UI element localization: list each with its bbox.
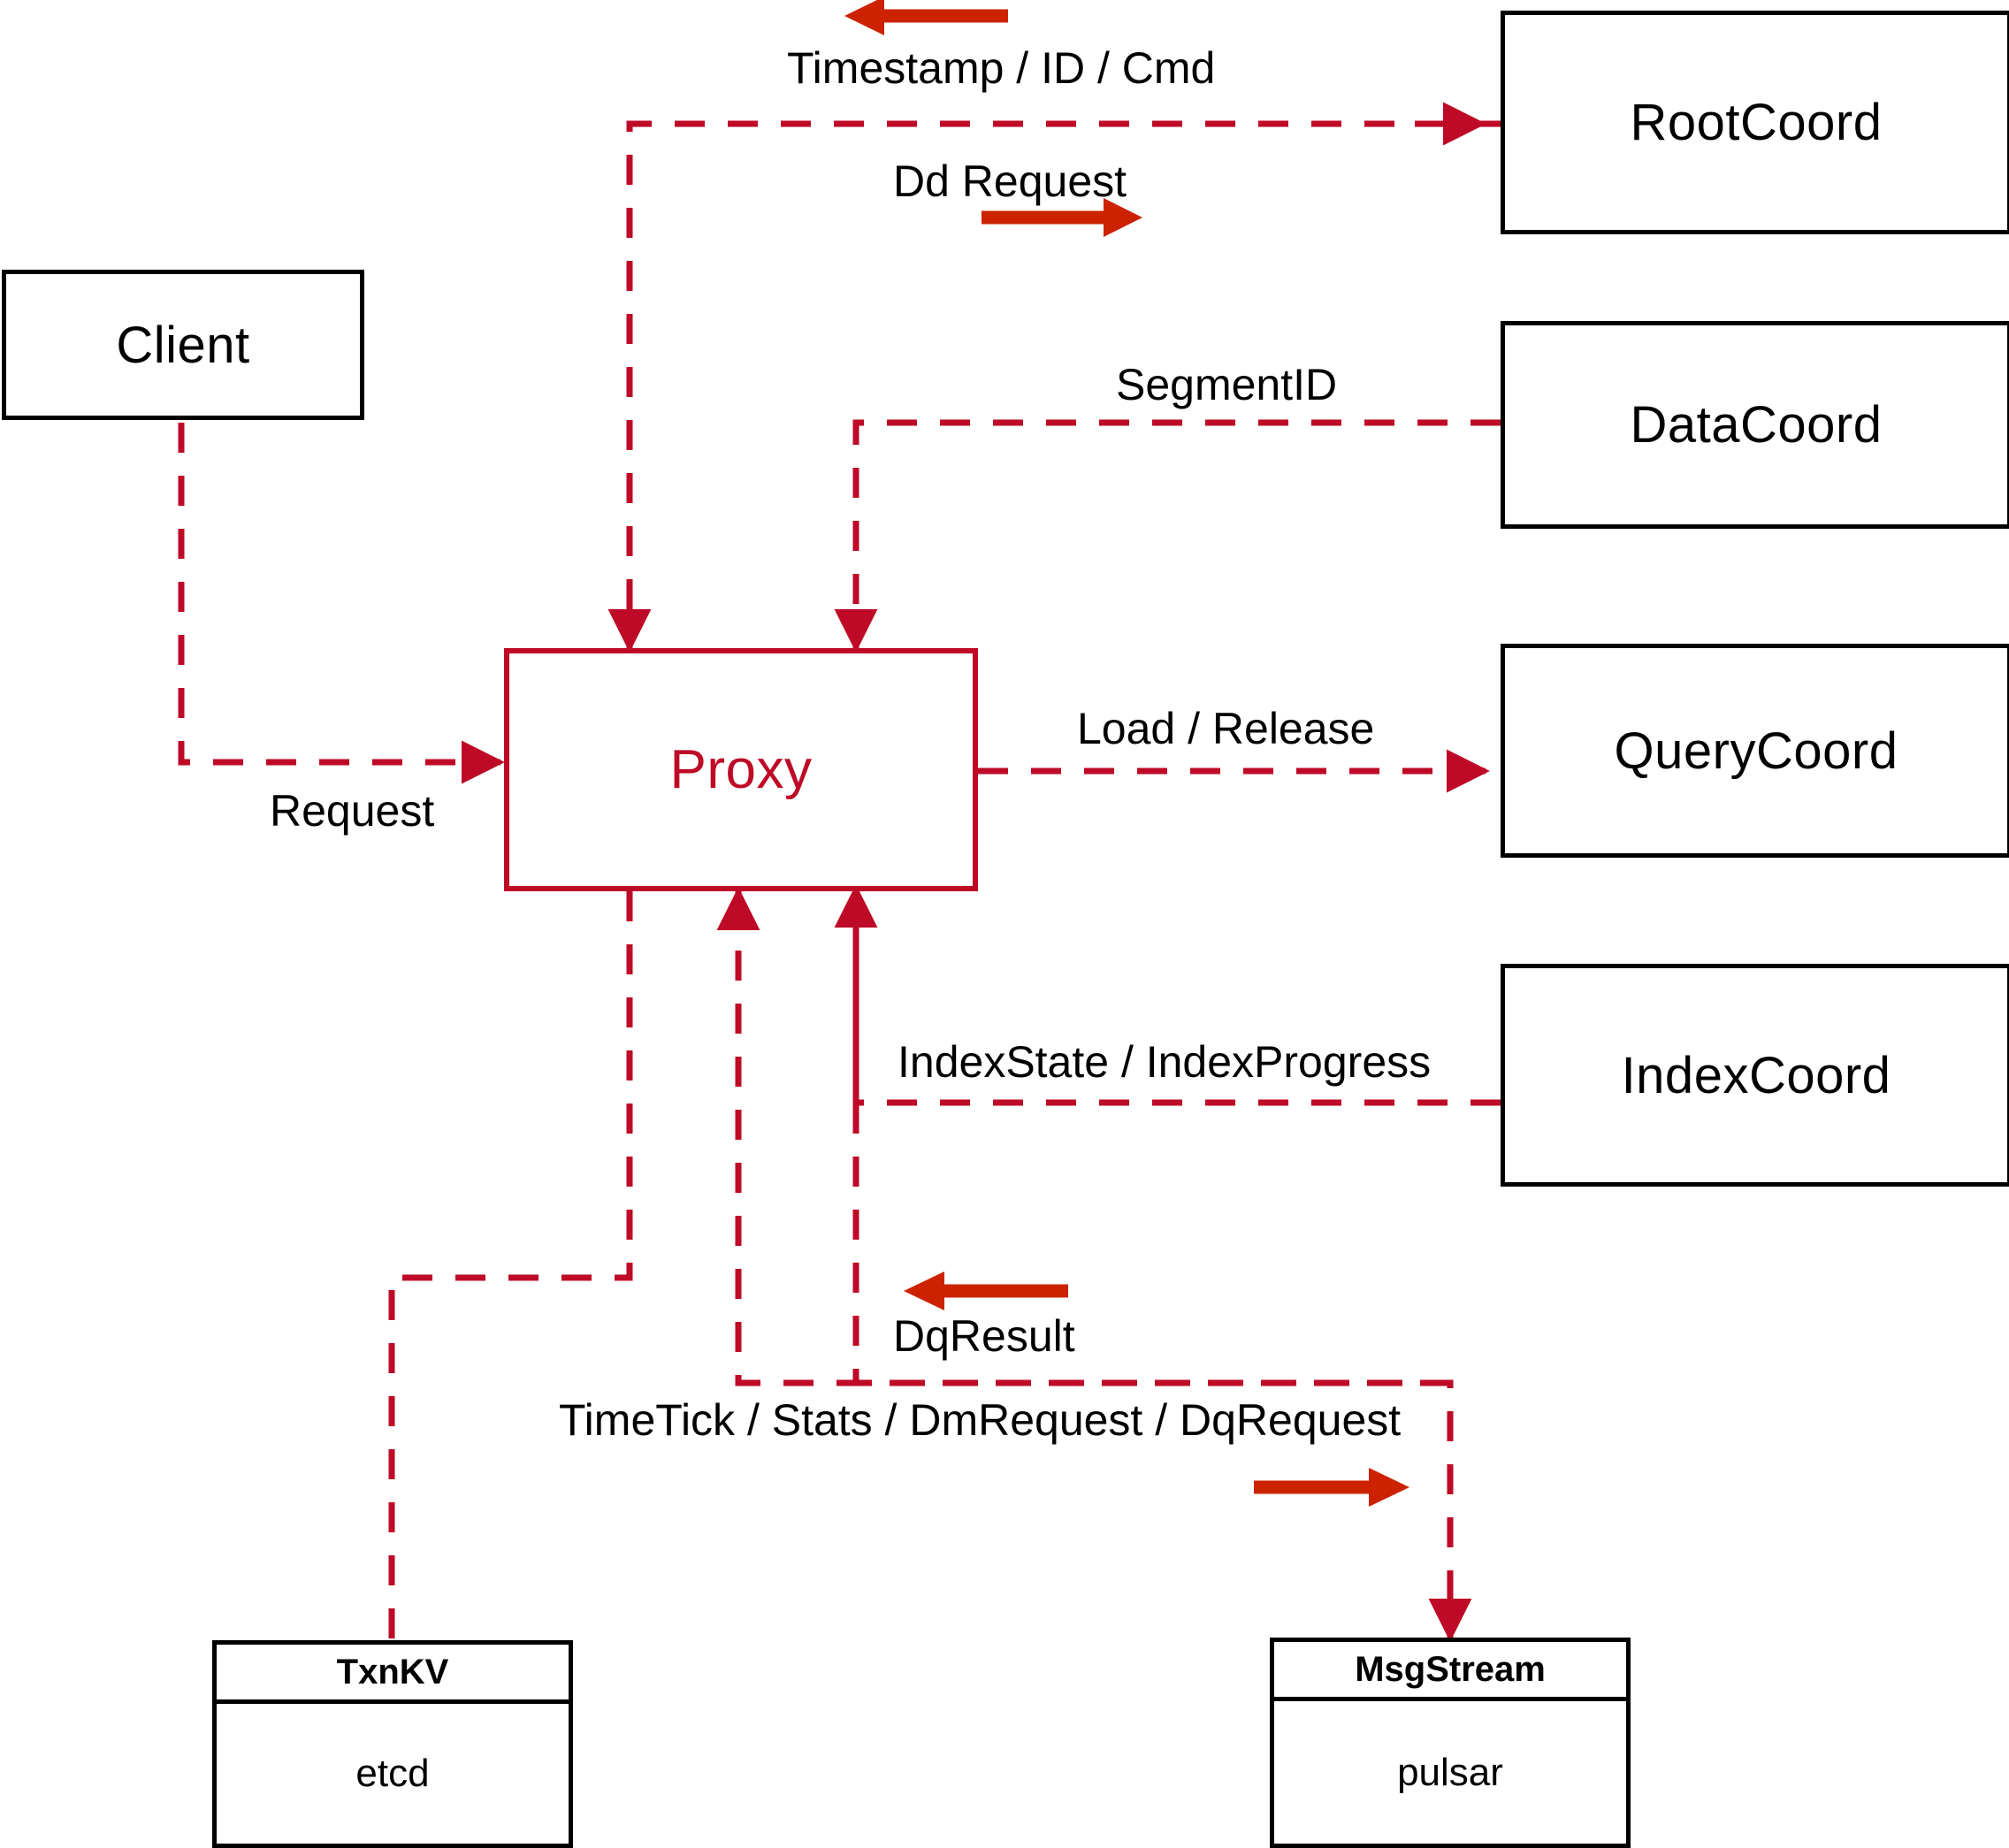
node-rootcoord[interactable]: RootCoord — [1501, 11, 2009, 234]
edge-label-load-release: Load / Release — [1077, 704, 1375, 753]
node-txnkv-title: TxnKV — [336, 1652, 449, 1691]
edge-client-to-proxy — [178, 423, 505, 784]
node-msgstream-header: MsgStream — [1274, 1642, 1626, 1701]
edge-msgstream-to-proxy — [716, 887, 1450, 1386]
node-client[interactable]: Client — [2, 270, 364, 420]
edge-label-segment-id: SegmentID — [1116, 360, 1338, 409]
bold-arrow-timestamp-left — [844, 0, 1008, 35]
node-rootcoord-label: RootCoord — [1630, 94, 1883, 151]
node-querycoord-label: QueryCoord — [1614, 722, 1898, 780]
node-proxy[interactable]: Proxy — [504, 648, 978, 891]
bold-arrow-dqresult-left — [904, 1271, 1068, 1310]
edge-label-timestamp-id-cmd: Timestamp / ID / Cmd — [787, 43, 1216, 93]
node-datacoord-label: DataCoord — [1630, 396, 1883, 454]
node-indexcoord[interactable]: IndexCoord — [1501, 964, 2009, 1187]
edge-label-request: Request — [270, 786, 435, 836]
node-txnkv-impl: etcd — [355, 1752, 430, 1795]
node-proxy-label: Proxy — [669, 739, 813, 800]
bold-arrow-timetick-right — [1254, 1468, 1409, 1507]
node-indexcoord-label: IndexCoord — [1621, 1046, 1891, 1104]
node-client-label: Client — [116, 316, 250, 374]
edge-rootcoord-to-proxy — [607, 120, 1501, 653]
node-txnkv[interactable]: TxnKV etcd — [212, 1640, 573, 1848]
edge-datacoord-to-proxy — [834, 419, 1501, 653]
edge-label-dd-request: Dd Request — [893, 157, 1127, 206]
node-msgstream-title: MsgStream — [1355, 1649, 1546, 1689]
edge-label-timetick-stats: TimeTick / Stats / DmRequest / DqRequest — [559, 1395, 1402, 1445]
edge-label-dq-result: DqResult — [893, 1311, 1075, 1361]
node-msgstream[interactable]: MsgStream pulsar — [1270, 1638, 1631, 1848]
node-querycoord[interactable]: QueryCoord — [1501, 644, 2009, 858]
bold-arrow-dd-request-right — [982, 198, 1142, 237]
edge-proxy-to-txnkv — [388, 891, 633, 1640]
node-datacoord[interactable]: DataCoord — [1501, 321, 2009, 529]
node-txnkv-body: etcd — [217, 1704, 569, 1844]
edge-proxy-to-msgstream — [852, 891, 1472, 1642]
node-txnkv-header: TxnKV — [217, 1645, 569, 1704]
node-msgstream-body: pulsar — [1274, 1701, 1626, 1844]
edge-label-index-state-progress: IndexState / IndexProgress — [898, 1037, 1432, 1087]
node-msgstream-impl: pulsar — [1397, 1750, 1503, 1794]
